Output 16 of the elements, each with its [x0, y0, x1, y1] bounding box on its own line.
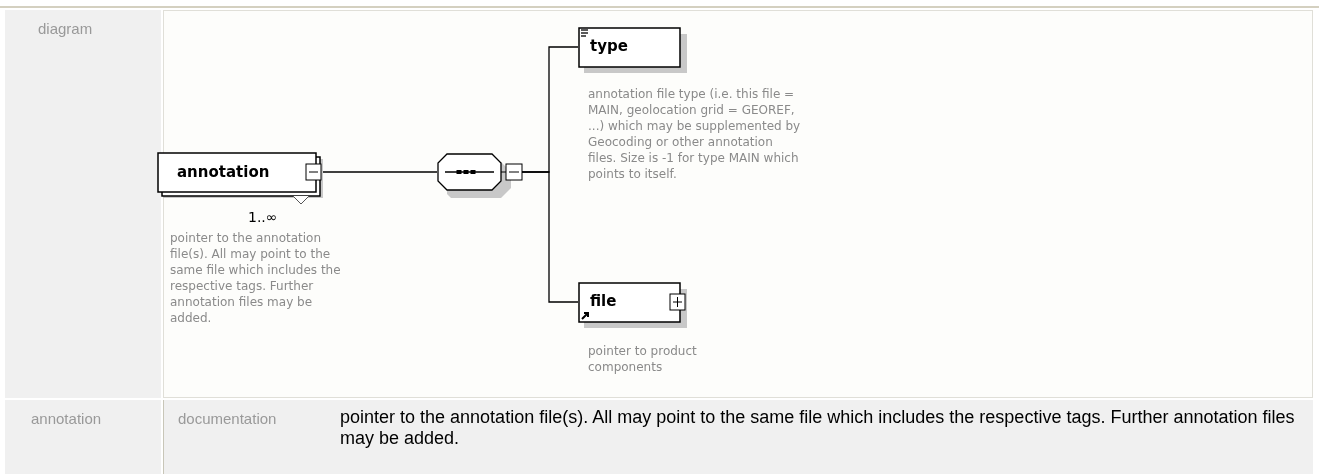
documentation-text: annotation file type (i.e. this file = MAIN, geolocation grid = GEOREF, ...) which may be supplemented by Geocoding or other annotation files. Size is -1 for type MAIN which points to itself.	[588, 86, 802, 182]
element-box	[578, 282, 690, 330]
documentation-text: pointer to the annotation file(s). All may point to the same file which includes the respective tags. Further annotation files may be added.	[340, 407, 1296, 449]
documentation-text: pointer to product components	[588, 343, 698, 375]
row-label: annotation	[31, 410, 102, 427]
connector-line	[521, 171, 579, 303]
cardinality-label: 1..∞	[248, 209, 279, 225]
property-label: documentation	[178, 410, 277, 427]
sequence-compositor	[437, 153, 523, 198]
element-name: file	[590, 292, 617, 310]
row-label: diagram	[38, 20, 93, 37]
documentation-text: pointer to the annotation file(s). All may point to the same file which includes the respective tags. Further annotation files may be added.	[170, 230, 342, 326]
element-name: annotation	[177, 163, 270, 181]
element-box	[578, 27, 688, 75]
element-name: type	[590, 37, 628, 55]
element-box	[157, 152, 324, 201]
